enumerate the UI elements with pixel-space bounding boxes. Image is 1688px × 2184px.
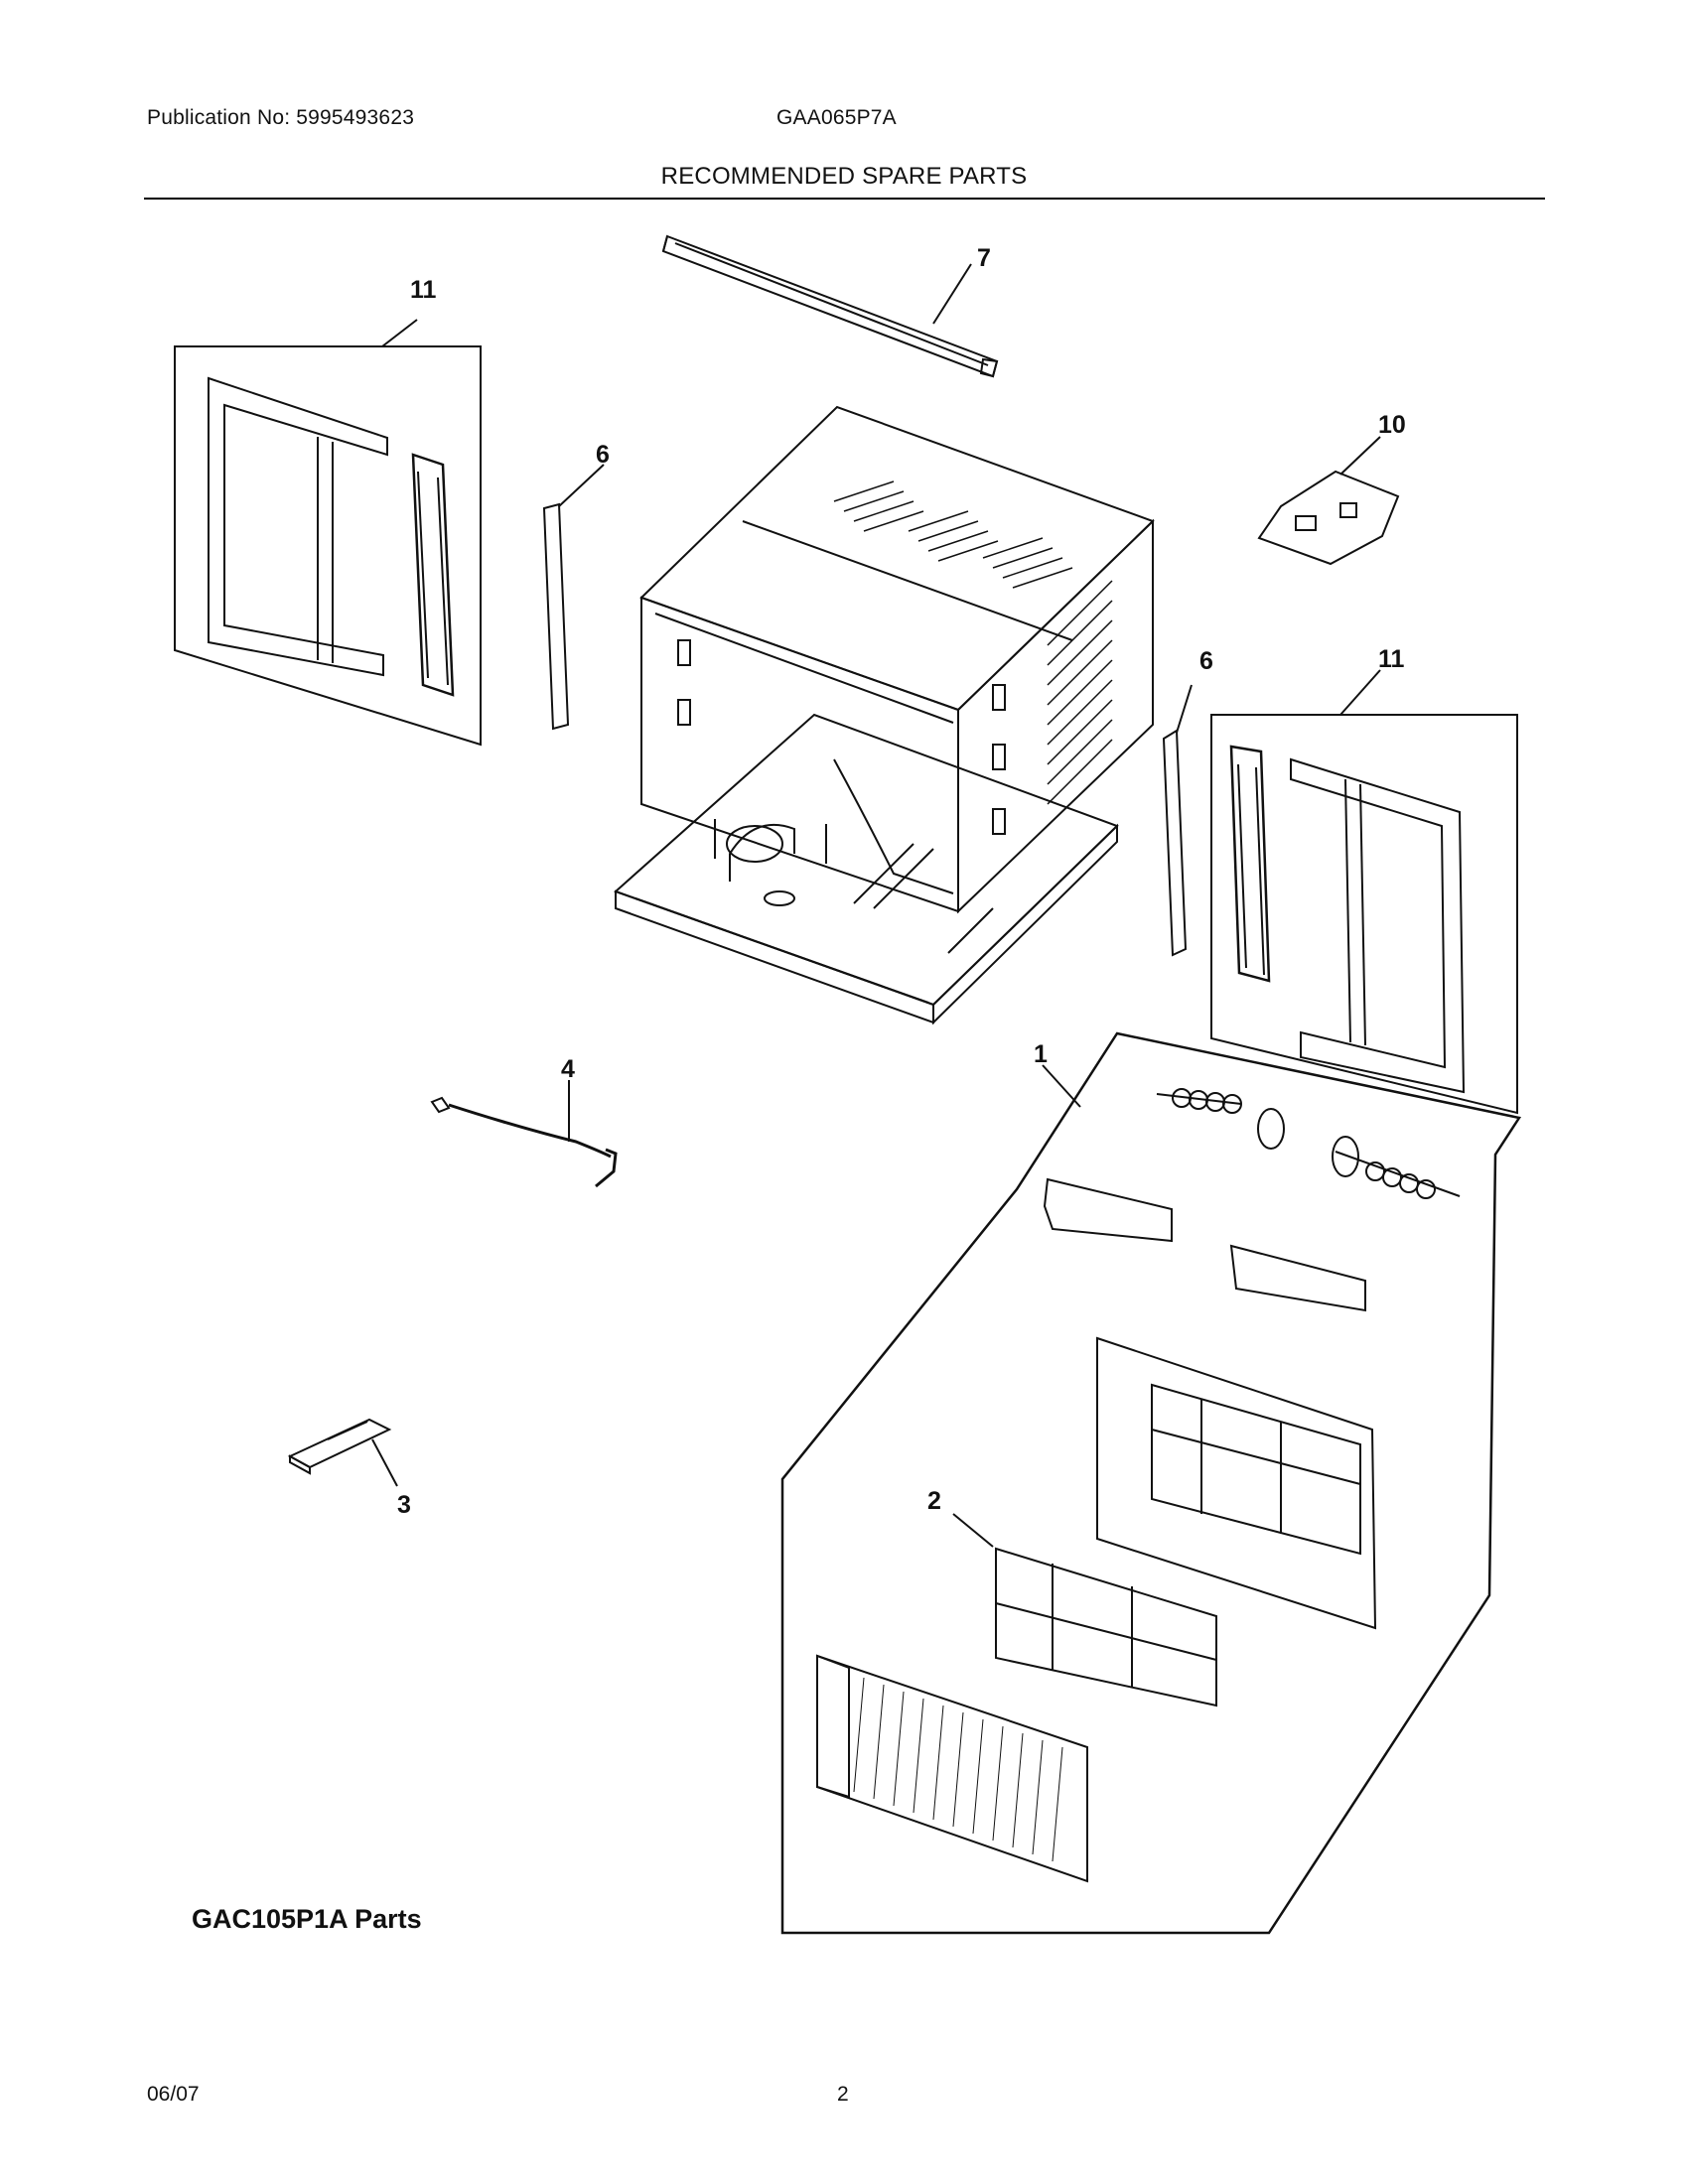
- part-7-top-rail: [661, 234, 999, 378]
- part-3-remote: [287, 1418, 398, 1487]
- callout-4: 4: [561, 1055, 575, 1083]
- page-number: 2: [837, 2083, 849, 2106]
- part-6-left-strip: [542, 464, 605, 731]
- callout-6-left: 6: [596, 441, 610, 469]
- grille-hatching: [853, 1677, 1063, 1862]
- part-11-left-panel: [174, 319, 482, 747]
- callout-3: 3: [397, 1491, 411, 1519]
- cabinet-wrapper: [639, 405, 1155, 914]
- part-11-right-panel: [1210, 669, 1518, 1115]
- part-1-front-assembly: [780, 1031, 1522, 1935]
- part-6-right-strip: [1162, 684, 1193, 957]
- callout-2: 2: [927, 1487, 941, 1515]
- callout-11-left: 11: [410, 276, 437, 304]
- header-rule: [144, 198, 1545, 200]
- publication-number: Publication No: 5995493623: [147, 106, 415, 129]
- model-number: GAA065P7A: [776, 106, 897, 129]
- callout-11-right: 11: [1378, 645, 1405, 673]
- base-pan: [614, 713, 1119, 1025]
- callout-6-right: 6: [1199, 647, 1213, 675]
- part-10-bracket: [1257, 436, 1400, 566]
- page-title: RECOMMENDED SPARE PARTS: [660, 163, 1028, 190]
- footer-date: 06/07: [147, 2083, 200, 2106]
- callout-7: 7: [977, 244, 991, 272]
- part-4-power-cord: [430, 1080, 618, 1188]
- parts-model-label: GAC105P1A Parts: [192, 1904, 422, 1934]
- callout-1: 1: [1034, 1040, 1048, 1068]
- callout-10: 10: [1378, 411, 1406, 439]
